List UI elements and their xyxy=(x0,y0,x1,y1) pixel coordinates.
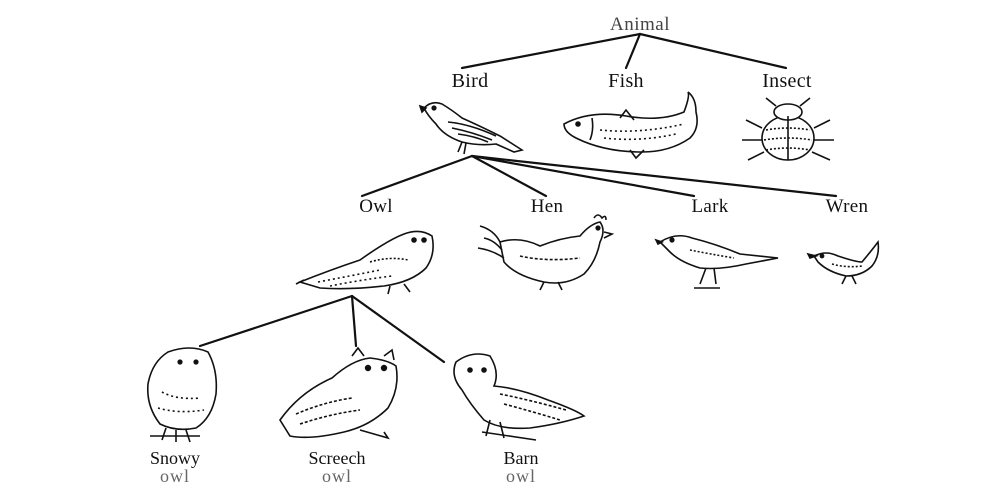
node-bird: Bird xyxy=(452,71,489,91)
snowy-owl-label: Snowy xyxy=(150,448,200,468)
connector-owl-barn xyxy=(352,296,444,362)
connector-bird-owl xyxy=(362,156,472,196)
insect-icon xyxy=(742,98,834,160)
owl-icon xyxy=(296,231,433,294)
node-fish: Fish xyxy=(608,71,644,91)
node-wren: Wren xyxy=(826,197,869,216)
node-barn-owl: Barn owl xyxy=(504,449,539,485)
fish-icon xyxy=(564,92,697,158)
hen-icon xyxy=(478,215,612,290)
wren-icon xyxy=(808,242,878,284)
connector-animal-insect xyxy=(640,34,786,68)
barn-owl-label: Barn xyxy=(504,448,539,468)
lark-icon xyxy=(656,236,778,288)
node-animal: Animal xyxy=(610,15,670,34)
snowy-owl-icon xyxy=(148,348,217,442)
connector-owl-snowy xyxy=(200,296,352,346)
barn-owl-icon xyxy=(454,354,584,440)
connector-owl-screech xyxy=(352,296,356,346)
barn-owl-sublabel: owl xyxy=(504,467,539,485)
node-screech-owl: Screech owl xyxy=(309,449,366,485)
screech-owl-icon xyxy=(280,348,397,438)
node-owl: Owl xyxy=(359,197,393,216)
connector-lines xyxy=(200,34,836,362)
node-lark: Lark xyxy=(691,197,728,216)
connector-animal-bird xyxy=(462,34,640,68)
screech-owl-label: Screech xyxy=(309,448,366,468)
connector-animal-fish xyxy=(626,34,640,68)
bird-icon xyxy=(420,103,522,154)
node-insect: Insect xyxy=(762,71,812,91)
screech-owl-sublabel: owl xyxy=(309,467,366,485)
connector-bird-wren xyxy=(472,156,836,196)
snowy-owl-sublabel: owl xyxy=(150,467,200,485)
node-hen: Hen xyxy=(531,197,564,216)
node-snowy-owl: Snowy owl xyxy=(150,449,200,485)
